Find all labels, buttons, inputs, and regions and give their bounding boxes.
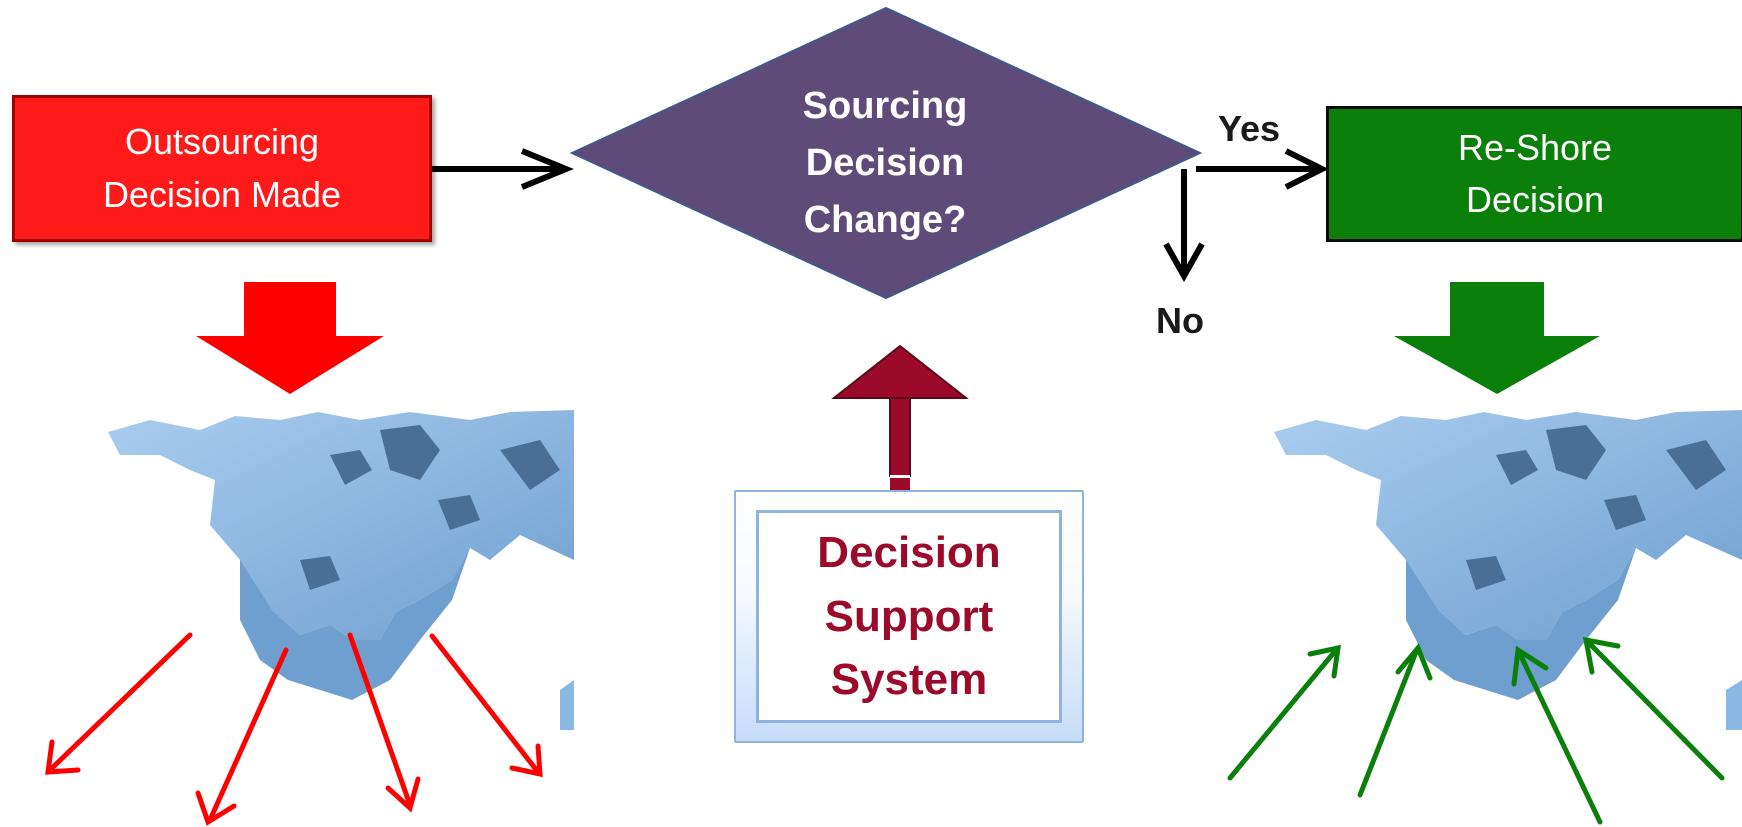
no-label: No [1156, 300, 1204, 341]
bidirectional-connector [430, 148, 574, 190]
reshore-decision-box: Re-Shore Decision [1326, 106, 1742, 242]
reshore-decision-label: Re-Shore Decision [1457, 126, 1613, 220]
outward-arrow-3 [347, 632, 421, 813]
outsourcing-decision-label: Outsourcing Decision Made [102, 121, 342, 215]
inward-arrow-3 [1511, 645, 1603, 825]
decision-support-system-box: Decision Support System [734, 490, 1084, 743]
outward-arrows [45, 632, 543, 826]
decision-support-system-label: Decision Support System [817, 527, 1001, 705]
sourcing-decision-change-label: Sourcing Decision Change? [802, 85, 968, 241]
decision-diamond [569, 6, 1203, 300]
inward-arrow-4 [1582, 636, 1725, 781]
outward-arrow-4 [429, 633, 543, 778]
inward-arrows [1227, 636, 1725, 825]
yes-label: Yes [1218, 108, 1281, 149]
inward-arrow-1 [1227, 644, 1341, 781]
north-america-map-reshore [1262, 410, 1742, 730]
red-down-arrow-icon [196, 282, 384, 394]
dss-up-arrow-icon [831, 344, 969, 492]
outsourcing-decision-box: Outsourcing Decision Made [12, 95, 432, 242]
yes-no-connector [1163, 148, 1329, 283]
decision-support-system-inner: Decision Support System [756, 510, 1062, 723]
inward-arrow-2 [1357, 643, 1433, 798]
north-america-map-outsourcing [96, 410, 574, 730]
outward-arrow-2 [195, 647, 289, 826]
green-down-arrow-icon [1394, 282, 1600, 394]
outward-arrow-1 [45, 632, 193, 775]
